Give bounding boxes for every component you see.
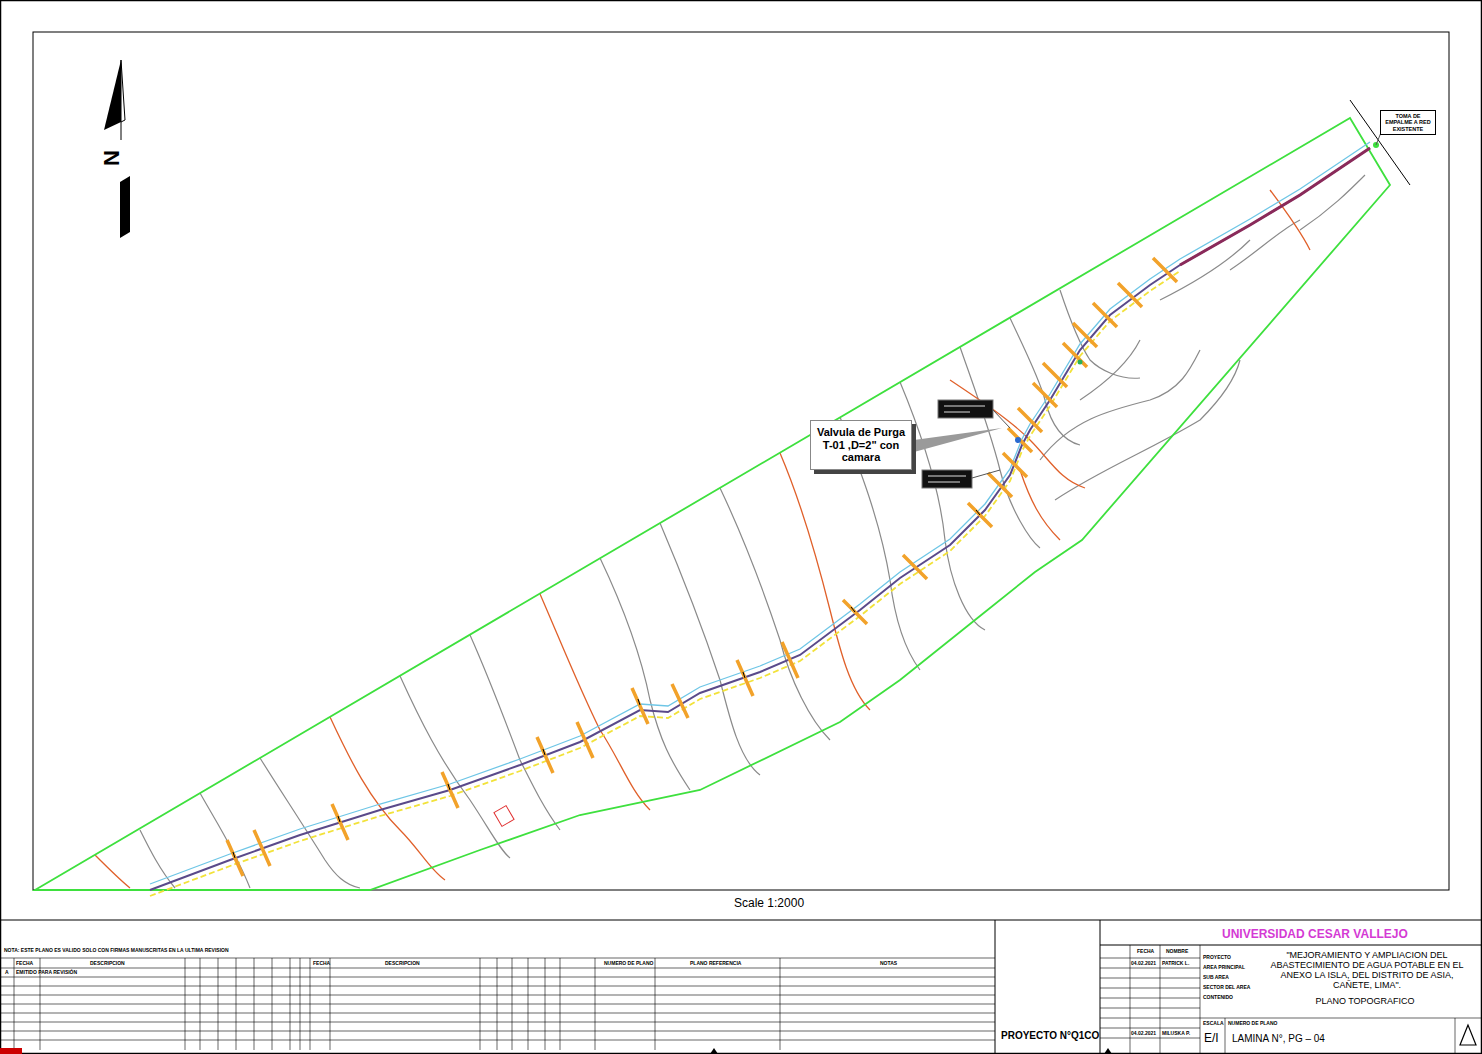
table-header: DESCRIPCION — [90, 961, 125, 967]
table-header: PLANO REFERENCIA — [690, 961, 741, 967]
table-header: DESCRIPCION — [385, 961, 420, 967]
field-label: NUMERO DE PLANO — [1228, 1021, 1277, 1027]
scale-note: Scale 1:2000 — [734, 897, 804, 910]
table-header: FECHA — [313, 961, 330, 967]
name-cell: MILUSKA P. — [1162, 1031, 1190, 1037]
field-label: SECTOR DEL AREA — [1203, 985, 1250, 991]
field-label: ESCALA — [1203, 1021, 1224, 1027]
callout-text: TOMA DE EMPALME A RED EXISTENTE — [1384, 113, 1432, 132]
north-letter: N — [100, 150, 124, 166]
title-header: FECHA — [1137, 949, 1154, 955]
name-cell: PATRICK L. — [1162, 961, 1189, 967]
field-label: PROYECTO — [1203, 955, 1231, 961]
callout-text: Valvula de Purga T-01 ,D=2" con camara — [814, 426, 908, 464]
field-label: CONTENIDO — [1203, 995, 1233, 1001]
date-cell: 04.02.2021 — [1131, 1031, 1156, 1037]
table-header: NUMERO DE PLANO — [604, 961, 653, 967]
project-number: PROYECTO N°Q1CO — [1001, 1030, 1099, 1041]
scale-code: E/I — [1204, 1032, 1219, 1045]
field-label: AREA PRINCIPAL — [1203, 965, 1245, 971]
sheet-note: NOTA: ESTE PLANO ES VALIDO SOLO CON FIRM… — [4, 948, 229, 954]
field-label: SUB AREA — [1203, 975, 1229, 981]
project-title: "MEJORAMIENTO Y AMPLIACION DEL ABASTECIM… — [1262, 951, 1472, 991]
title-header: NOMBRE — [1166, 949, 1188, 955]
sheet-number: LAMINA N°, PG – 04 — [1232, 1033, 1325, 1044]
date-cell: 04.02.2021 — [1131, 961, 1156, 967]
sheet-content: PLANO TOPOGRAFICO — [1290, 997, 1440, 1007]
table-cell: EMITIDO PARA REVISIÓN — [16, 970, 77, 976]
university-name: UNIVERSIDAD CESAR VALLEJO — [1222, 928, 1408, 941]
callout-box: Valvula de Purga T-01 ,D=2" con camara — [810, 420, 912, 470]
table-cell: A — [5, 970, 9, 976]
callout-box: TOMA DE EMPALME A RED EXISTENTE — [1380, 110, 1436, 135]
table-header: NOTAS — [880, 961, 897, 967]
table-header: FECHA — [16, 961, 33, 967]
